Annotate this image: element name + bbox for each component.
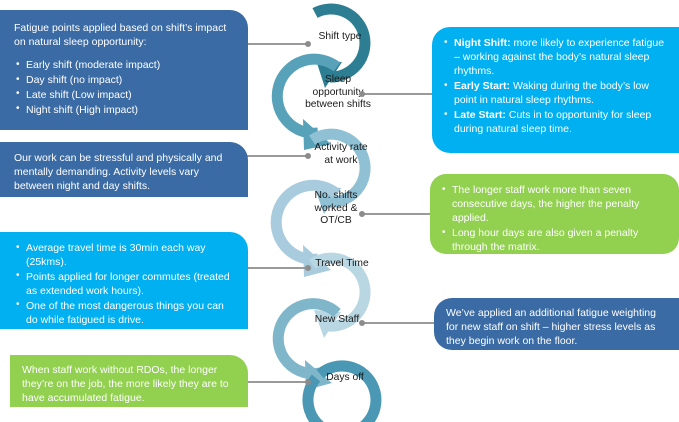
connector-travel-time: [243, 267, 308, 269]
ring-label-travel-time: Travel Time: [315, 258, 369, 269]
callout-sleep-opportunity: Night Shift: more likely to experience f…: [432, 27, 679, 153]
list-item: Night shift (High impact): [14, 102, 236, 117]
callout-shifts-worked: The longer staff work more than seven co…: [430, 174, 679, 254]
connector-dot-shift-type: [305, 41, 311, 47]
list-item: Early shift (moderate impact): [14, 58, 236, 72]
ring-days-off: [302, 360, 382, 422]
list-item-text: Cuts in to opportunity for sleep during …: [454, 109, 652, 136]
connector-dot-shifts-worked: [359, 211, 365, 217]
list-item: Day shift (no impact): [14, 73, 236, 87]
ring-travel-time: [308, 252, 371, 338]
callout-shift-type: Fatigue points applied based on shift’s …: [0, 10, 248, 130]
list-item: Night Shift: more likely to experience f…: [442, 36, 671, 79]
connector-new-staff: [362, 322, 439, 324]
list-item-lead: Late Start:: [454, 109, 506, 122]
ring-label-new-staff: New Staff: [314, 314, 360, 325]
callout-shift-type-intro: Fatigue points applied based on shift’s …: [14, 22, 227, 49]
connector-activity-rate: [243, 155, 308, 157]
ring-label-activity-rate: Activity rate at work: [314, 142, 368, 166]
connector-shift-type: [243, 43, 308, 45]
callout-shifts-worked-list: The longer staff work more than seven co…: [440, 183, 671, 255]
connector-days-off: [243, 381, 308, 383]
ring-label-shifts-worked: No. shifts worked & OT/CB: [314, 190, 358, 227]
list-item-text: more likely to experience fatigue – work…: [454, 37, 665, 78]
callout-shift-type-list: Early shift (moderate impact) Day shift …: [14, 58, 236, 117]
connector-dot-new-staff: [359, 320, 365, 326]
callout-activity-rate-text: Our work can be stressful and physically…: [14, 152, 223, 193]
list-item: Average travel time is 30min each way (2…: [14, 240, 238, 269]
connector-shifts-worked: [362, 213, 439, 215]
ring-label-shift-type: Shift type: [318, 31, 362, 42]
list-item-lead: Night Shift:: [454, 37, 511, 49]
callout-activity-rate: Our work can be stressful and physically…: [0, 142, 248, 197]
list-item: Late shift (Low impact): [14, 87, 236, 102]
callout-sleep-opportunity-list: Night Shift: more likely to experience f…: [442, 36, 671, 136]
connector-sleep-opportunity: [362, 93, 439, 95]
callout-new-staff: We’ve applied an additional fatigue weig…: [434, 298, 679, 350]
list-item: Early Start: Waking during the body’s lo…: [442, 79, 671, 107]
list-item-lead: Early Start:: [454, 80, 511, 93]
callout-travel-time-list: Average travel time is 30min each way (2…: [14, 240, 238, 327]
ring-label-sleep-opportunity: Sleep opportunity between shifts: [305, 74, 371, 111]
callout-travel-time: Average travel time is 30min each way (2…: [0, 232, 248, 329]
connector-dot-travel-time: [305, 265, 311, 271]
connector-dot-sleep-opportunity: [359, 91, 365, 97]
callout-days-off: When staff work without RDOs, the longer…: [10, 355, 248, 407]
list-item: Late Start: Cuts in to opportunity for s…: [442, 108, 671, 136]
ring-label-days-off: Days off: [326, 372, 364, 383]
callout-new-staff-text: We’ve applied an additional fatigue weig…: [446, 307, 656, 348]
list-item: Long hour days are also given a penalty …: [440, 226, 671, 254]
connector-dot-activity-rate: [305, 153, 311, 159]
connector-dot-days-off: [305, 379, 311, 385]
list-item: The longer staff work more than seven co…: [440, 183, 671, 226]
list-item-text: Waking during the body’s low point in na…: [454, 80, 649, 107]
callout-days-off-text: When staff work without RDOs, the longer…: [22, 364, 229, 405]
list-item: Points applied for longer commutes (trea…: [14, 269, 238, 298]
list-item: One of the most dangerous things you can…: [14, 298, 238, 327]
